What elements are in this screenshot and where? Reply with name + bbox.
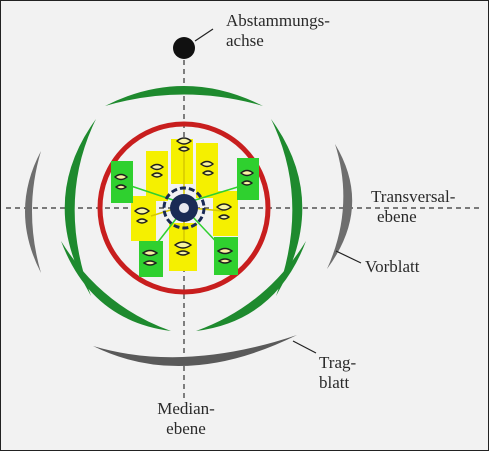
axis-label-line1: Abstammungs-	[226, 11, 330, 30]
vorblatt-leader-line	[335, 250, 362, 264]
petal-ring	[97, 121, 271, 295]
outer-stamen-right	[237, 158, 259, 200]
anther-bottom	[173, 241, 193, 256]
outer-stamen-left	[111, 161, 133, 203]
tragblatt-label-line2: blatt	[319, 373, 350, 392]
axis-leader-line	[194, 28, 214, 42]
sepal-right	[271, 119, 303, 296]
vorblatt-label: Vorblatt	[365, 257, 420, 276]
anther-top	[175, 137, 193, 152]
median-plane-label: Median- ebene	[146, 399, 226, 439]
anther-right	[215, 203, 233, 220]
bracteole-right	[327, 144, 353, 269]
inner-stamen-top	[171, 139, 193, 184]
anther-outer-bottom-right	[216, 247, 234, 264]
median-label-line2: ebene	[166, 419, 206, 438]
transversal-label-line2: ebene	[377, 207, 417, 226]
anther-outer-right	[239, 169, 255, 186]
anther-outer-left	[113, 173, 129, 190]
ovary-center	[179, 203, 189, 213]
mother-axis-dot	[173, 37, 195, 59]
bract-shape	[93, 335, 297, 367]
anther-top-left	[149, 163, 165, 178]
outer-stamen-bottom-left	[139, 241, 163, 277]
anther-top-right	[199, 160, 215, 176]
ovary-ring	[162, 186, 206, 230]
tragblatt-label-line1: Trag-	[319, 353, 357, 372]
sepal-top	[105, 86, 263, 106]
tragblatt-label: Trag- blatt	[319, 353, 356, 393]
median-label-line1: Median-	[157, 399, 215, 418]
axis-label: Abstammungs- achse	[226, 11, 330, 51]
bract-leader-line	[292, 340, 317, 354]
axis-label-line2: achse	[226, 31, 264, 50]
inner-stamen-right	[213, 191, 238, 236]
anther-outer-bottom-left	[141, 249, 159, 266]
filaments	[130, 185, 242, 252]
sepal-left	[64, 119, 96, 296]
bracteole-left	[25, 151, 41, 273]
transversal-label-line1: Transversal-	[371, 187, 456, 206]
anther-left	[133, 207, 151, 224]
transversal-plane-label: Transversal- ebene	[371, 187, 455, 227]
anthers	[113, 137, 255, 266]
